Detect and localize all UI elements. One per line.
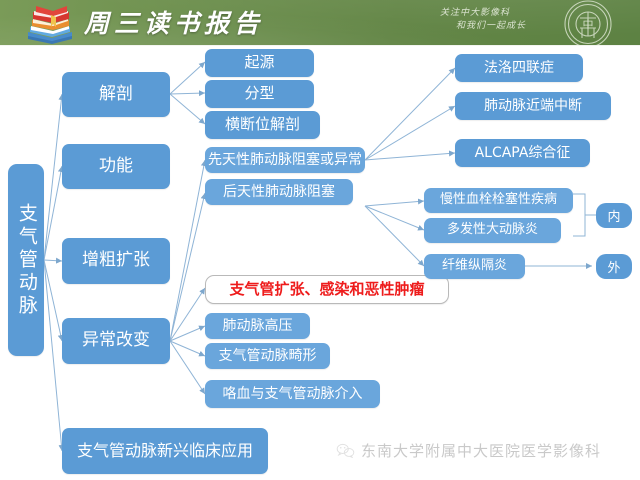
tag-external[interactable]: 外 [596,254,632,279]
node-chronic-thromboembolic-disease-label: 慢性血栓栓塞性疾病 [439,192,557,208]
header-banner: 周三读书报告 关注中大影像科 和我们一起成长 中 [0,0,640,46]
slogan-line-2: 和我们一起成长 [456,21,527,31]
node-clinical-application-label: 支气管动脉新兴临床应用 [76,440,253,460]
node-pulmonary-hypertension-label: 肺动脉高压 [222,317,293,334]
node-bronchiectasis-highlight[interactable]: 支气管扩张、感染和恶性肿瘤 [205,275,449,304]
node-anatomy-label: 解剖 [99,83,133,104]
node-alcapa-syndrome[interactable]: ALCAPA综合征 [455,139,590,167]
header-title: 周三读书报告 [84,9,265,38]
wechat-icon [336,443,355,458]
header-slogan: 关注中大影像科 和我们一起成长 [440,7,558,41]
node-classification[interactable]: 分型 [205,80,314,108]
node-acquired-pa-obstruction[interactable]: 后天性肺动脉阻塞 [205,179,353,205]
node-congenital-pa-obstruction-label: 先天性肺动脉阻塞或异常 [208,151,362,168]
node-ba-malformation[interactable]: 支气管动脉畸形 [205,343,330,369]
node-axial-anatomy-label: 横断位解剖 [224,115,300,134]
tag-internal[interactable]: 内 [596,203,632,228]
node-pulmonary-hypertension[interactable]: 肺动脉高压 [205,313,310,339]
node-chronic-thromboembolic-disease[interactable]: 慢性血栓栓塞性疾病 [424,188,573,213]
node-origin-label: 起源 [244,53,275,72]
mindmap-canvas: 支气管动脉 解剖 功能 增粗扩张 异常改变 支气管动脉新兴临床应用 起源 分型 … [0,46,640,480]
node-proximal-pa-interruption-label: 肺动脉近端中断 [484,97,582,114]
tag-internal-label: 内 [607,210,621,225]
node-axial-anatomy[interactable]: 横断位解剖 [205,111,320,139]
stack-of-books-icon [28,6,72,44]
node-classification-label: 分型 [244,84,275,103]
node-hemoptysis-intervention[interactable]: 咯血与支气管动脉介入 [205,380,380,408]
svg-text:中: 中 [583,18,594,31]
tag-external-label: 外 [607,261,621,276]
node-abnormal-change[interactable]: 异常改变 [62,318,170,364]
node-takayasu-arteritis[interactable]: 多发性大动脉炎 [424,218,561,243]
node-function[interactable]: 功能 [62,144,170,189]
node-congenital-pa-obstruction[interactable]: 先天性肺动脉阻塞或异常 [205,147,365,173]
watermark: 东南大学附属中大医院医学影像科 [336,440,601,461]
node-fibrosing-mediastinitis-label: 纤维纵隔炎 [441,258,507,274]
node-proximal-pa-interruption[interactable]: 肺动脉近端中断 [455,92,611,120]
node-root-label: 支气管动脉 [15,202,38,318]
node-hemoptysis-intervention-label: 咯血与支气管动脉介入 [222,385,363,402]
node-function-label: 功能 [99,155,133,176]
node-root[interactable]: 支气管动脉 [8,164,44,356]
node-bronchiectasis-highlight-label: 支气管扩张、感染和恶性肿瘤 [229,279,425,298]
node-abnormal-change-label: 异常改变 [82,330,150,351]
node-acquired-pa-obstruction-label: 后天性肺动脉阻塞 [223,183,335,200]
node-dilatation-label: 增粗扩张 [82,250,150,271]
node-fibrosing-mediastinitis[interactable]: 纤维纵隔炎 [424,254,525,279]
node-takayasu-arteritis-label: 多发性大动脉炎 [446,222,538,238]
header-divider [0,45,640,46]
zhongda-circular-seal-icon: 中 [564,0,612,46]
node-alcapa-syndrome-label: ALCAPA综合征 [474,144,571,161]
node-tetralogy-of-fallot-label: 法洛四联症 [484,59,554,76]
node-tetralogy-of-fallot[interactable]: 法洛四联症 [455,54,583,82]
node-clinical-application[interactable]: 支气管动脉新兴临床应用 [62,428,268,474]
node-dilatation[interactable]: 增粗扩张 [62,238,170,284]
node-origin[interactable]: 起源 [205,49,314,77]
watermark-text: 东南大学附属中大医院医学影像科 [361,442,602,460]
node-ba-malformation-label: 支气管动脉畸形 [218,347,317,364]
node-anatomy[interactable]: 解剖 [62,72,170,117]
slogan-line-1: 关注中大影像科 [440,8,511,18]
connector-lines [43,61,596,452]
